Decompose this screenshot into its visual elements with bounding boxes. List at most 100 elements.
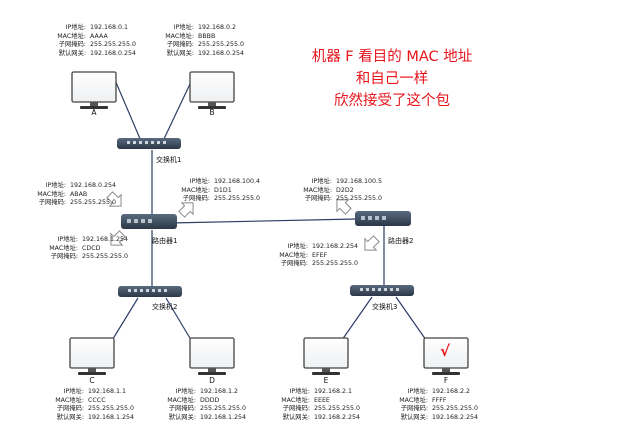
received-check-icon: √ [440, 342, 451, 360]
ip-value: 192.168.2.2 [432, 388, 471, 395]
callout-text: 机器 F 看目的 MAC 地址 和自己一样 欣然接受了这个包 [262, 46, 522, 112]
mac-key: MAC地址: [55, 396, 84, 404]
gateway-key: 默认网关: [168, 413, 196, 421]
ip-value: 192.168.0.2 [198, 24, 237, 31]
mac-key: MAC地址: [37, 190, 66, 198]
host-f-info: IP地址:192.168.2.2 MAC地址:FFFF 子网掩码:255.255… [380, 388, 478, 422]
mask-key: 子网掩码: [56, 405, 84, 413]
host-b-info: IP地址: 192.168.0.2 MAC地址: BBBB 子网掩码: 255.255… [144, 24, 244, 58]
callout-line-2: 和自己一样 [355, 71, 429, 87]
mask-value: 255.255.255.0 [90, 41, 137, 49]
host-a-info: IP地址:192.168.0.1 MAC地址:AAAA 子网掩码:255.255… [36, 24, 136, 58]
mac-value: CDCD [82, 244, 101, 252]
gateway-value: 192.168.1.254 [88, 413, 135, 421]
switch-2 [118, 286, 182, 297]
mac-value: D2D2 [336, 186, 354, 194]
host-e-info: IP地址: 192.168.2.1 MAC地址: EEEE 子网掩码: 255.255… [262, 388, 360, 422]
computer-d [189, 337, 235, 375]
mac-value: CCCC [88, 396, 106, 404]
host-a-label: A [91, 108, 97, 117]
mac-key: MAC地址: [165, 32, 194, 40]
computer-b [189, 71, 235, 109]
router-1 [121, 214, 177, 229]
mac-key: MAC地址: [281, 396, 310, 404]
router-1-port-left-info: IP地址:192.168.0.254 MAC地址:ABAB 子网掩码:255.2… [18, 182, 116, 208]
router-2-label: 路由器2 [388, 237, 414, 245]
mac-key: MAC地址: [181, 186, 210, 194]
computer-c [69, 337, 115, 375]
gateway-value: 192.168.0.254 [198, 49, 245, 57]
ip-value: 192.168.0.254 [70, 182, 117, 189]
link-a-sw1 [114, 79, 142, 142]
link-r1-r2 [169, 218, 357, 224]
switch-2-label: 交换机2 [152, 303, 178, 311]
router-1-label: 路由器1 [152, 237, 178, 245]
computer-a [71, 71, 117, 109]
switch-3-label: 交换机3 [372, 303, 398, 311]
router-2-port-mid-info: IP地址:192.168.100.5 MAC地址:D2D2 子网掩码:255.2… [282, 178, 382, 204]
ip-key: IP地址: [45, 182, 66, 189]
gateway-key: 默认网关: [400, 413, 428, 421]
computer-f [423, 337, 469, 375]
gateway-key: 默认网关: [58, 49, 86, 57]
mask-value: 255.255.255.0 [432, 405, 479, 413]
callout-line-3: 欣然接受了这个包 [334, 93, 450, 109]
router-2-port-bottom-info: IP地址:192.168.2.254 MAC地址:EFEF 子网掩码:255.2… [262, 243, 358, 269]
arrow-icon [110, 230, 126, 246]
gateway-key: 默认网关: [282, 413, 310, 421]
mask-key: 子网掩码: [58, 41, 86, 49]
ip-key: IP地址: [289, 388, 310, 395]
ip-key: IP地址: [407, 388, 428, 395]
switch-1-label: 交换机1 [156, 156, 182, 164]
ip-key: IP地址: [65, 24, 86, 31]
ip-key: IP地址: [57, 236, 78, 243]
ip-key: IP地址: [189, 178, 210, 185]
ip-key: IP地址: [287, 243, 308, 250]
arrow-icon [106, 191, 122, 207]
switch-1 [117, 138, 181, 149]
ip-value: 192.168.100.4 [214, 178, 261, 185]
mask-key: 子网掩码: [168, 405, 196, 413]
mac-value: FFFF [432, 396, 447, 404]
mask-key: 子网掩码: [182, 195, 210, 203]
link-b-sw1 [162, 83, 191, 142]
mac-value: BBBB [198, 32, 216, 40]
mac-value: DDDD [200, 396, 220, 404]
mask-value: 255.255.255.0 [314, 405, 361, 413]
pointer-arrows [106, 191, 380, 251]
ip-value: 192.168.1.1 [88, 388, 127, 395]
mac-value: AAAA [90, 32, 108, 40]
mask-key: 子网掩码: [280, 260, 308, 268]
mask-key: 子网掩码: [282, 405, 310, 413]
host-d-info: IP地址:192.168.1.2 MAC地址:DDDD 子网掩码:255.255… [148, 388, 246, 422]
mask-value: 255.255.255.0 [312, 260, 359, 268]
router-1-port-mid-info: IP地址:192.168.100.4 MAC地址:D1D1 子网掩码:255.2… [160, 178, 260, 204]
ip-key: IP地址: [311, 178, 332, 185]
mask-value: 255.255.255.0 [214, 195, 261, 203]
mask-value: 255.255.255.0 [336, 195, 383, 203]
arrow-icon [364, 235, 380, 251]
mask-key: 子网掩码: [166, 41, 194, 49]
router-2 [355, 211, 411, 226]
ip-key: IP地址: [173, 24, 194, 31]
router-1-port-bottom-info: IP地址:192.168.1.254 MAC地址:CDCD 子网掩码:255.2… [32, 236, 128, 262]
gateway-value: 192.168.0.254 [90, 49, 137, 57]
host-e-label: E [323, 376, 329, 385]
computer-e [303, 337, 349, 375]
mask-key: 子网掩码: [400, 405, 428, 413]
arrow-icon [336, 199, 352, 215]
gateway-value: 192.168.1.254 [200, 413, 247, 421]
ip-value: 192.168.1.254 [82, 236, 129, 243]
host-d-label: D [209, 376, 215, 385]
ip-value: 192.168.100.5 [336, 178, 383, 185]
arrow-icon [178, 202, 194, 218]
host-c-label: C [89, 376, 95, 385]
ip-value: 192.168.2.1 [314, 388, 353, 395]
mask-key: 子网掩码: [38, 199, 66, 207]
ip-key: IP地址: [175, 388, 196, 395]
mask-value: 255.255.255.0 [70, 199, 117, 207]
mac-value: EEEE [314, 396, 330, 404]
host-f-label: F [443, 376, 449, 385]
mask-value: 255.255.255.0 [198, 41, 245, 49]
